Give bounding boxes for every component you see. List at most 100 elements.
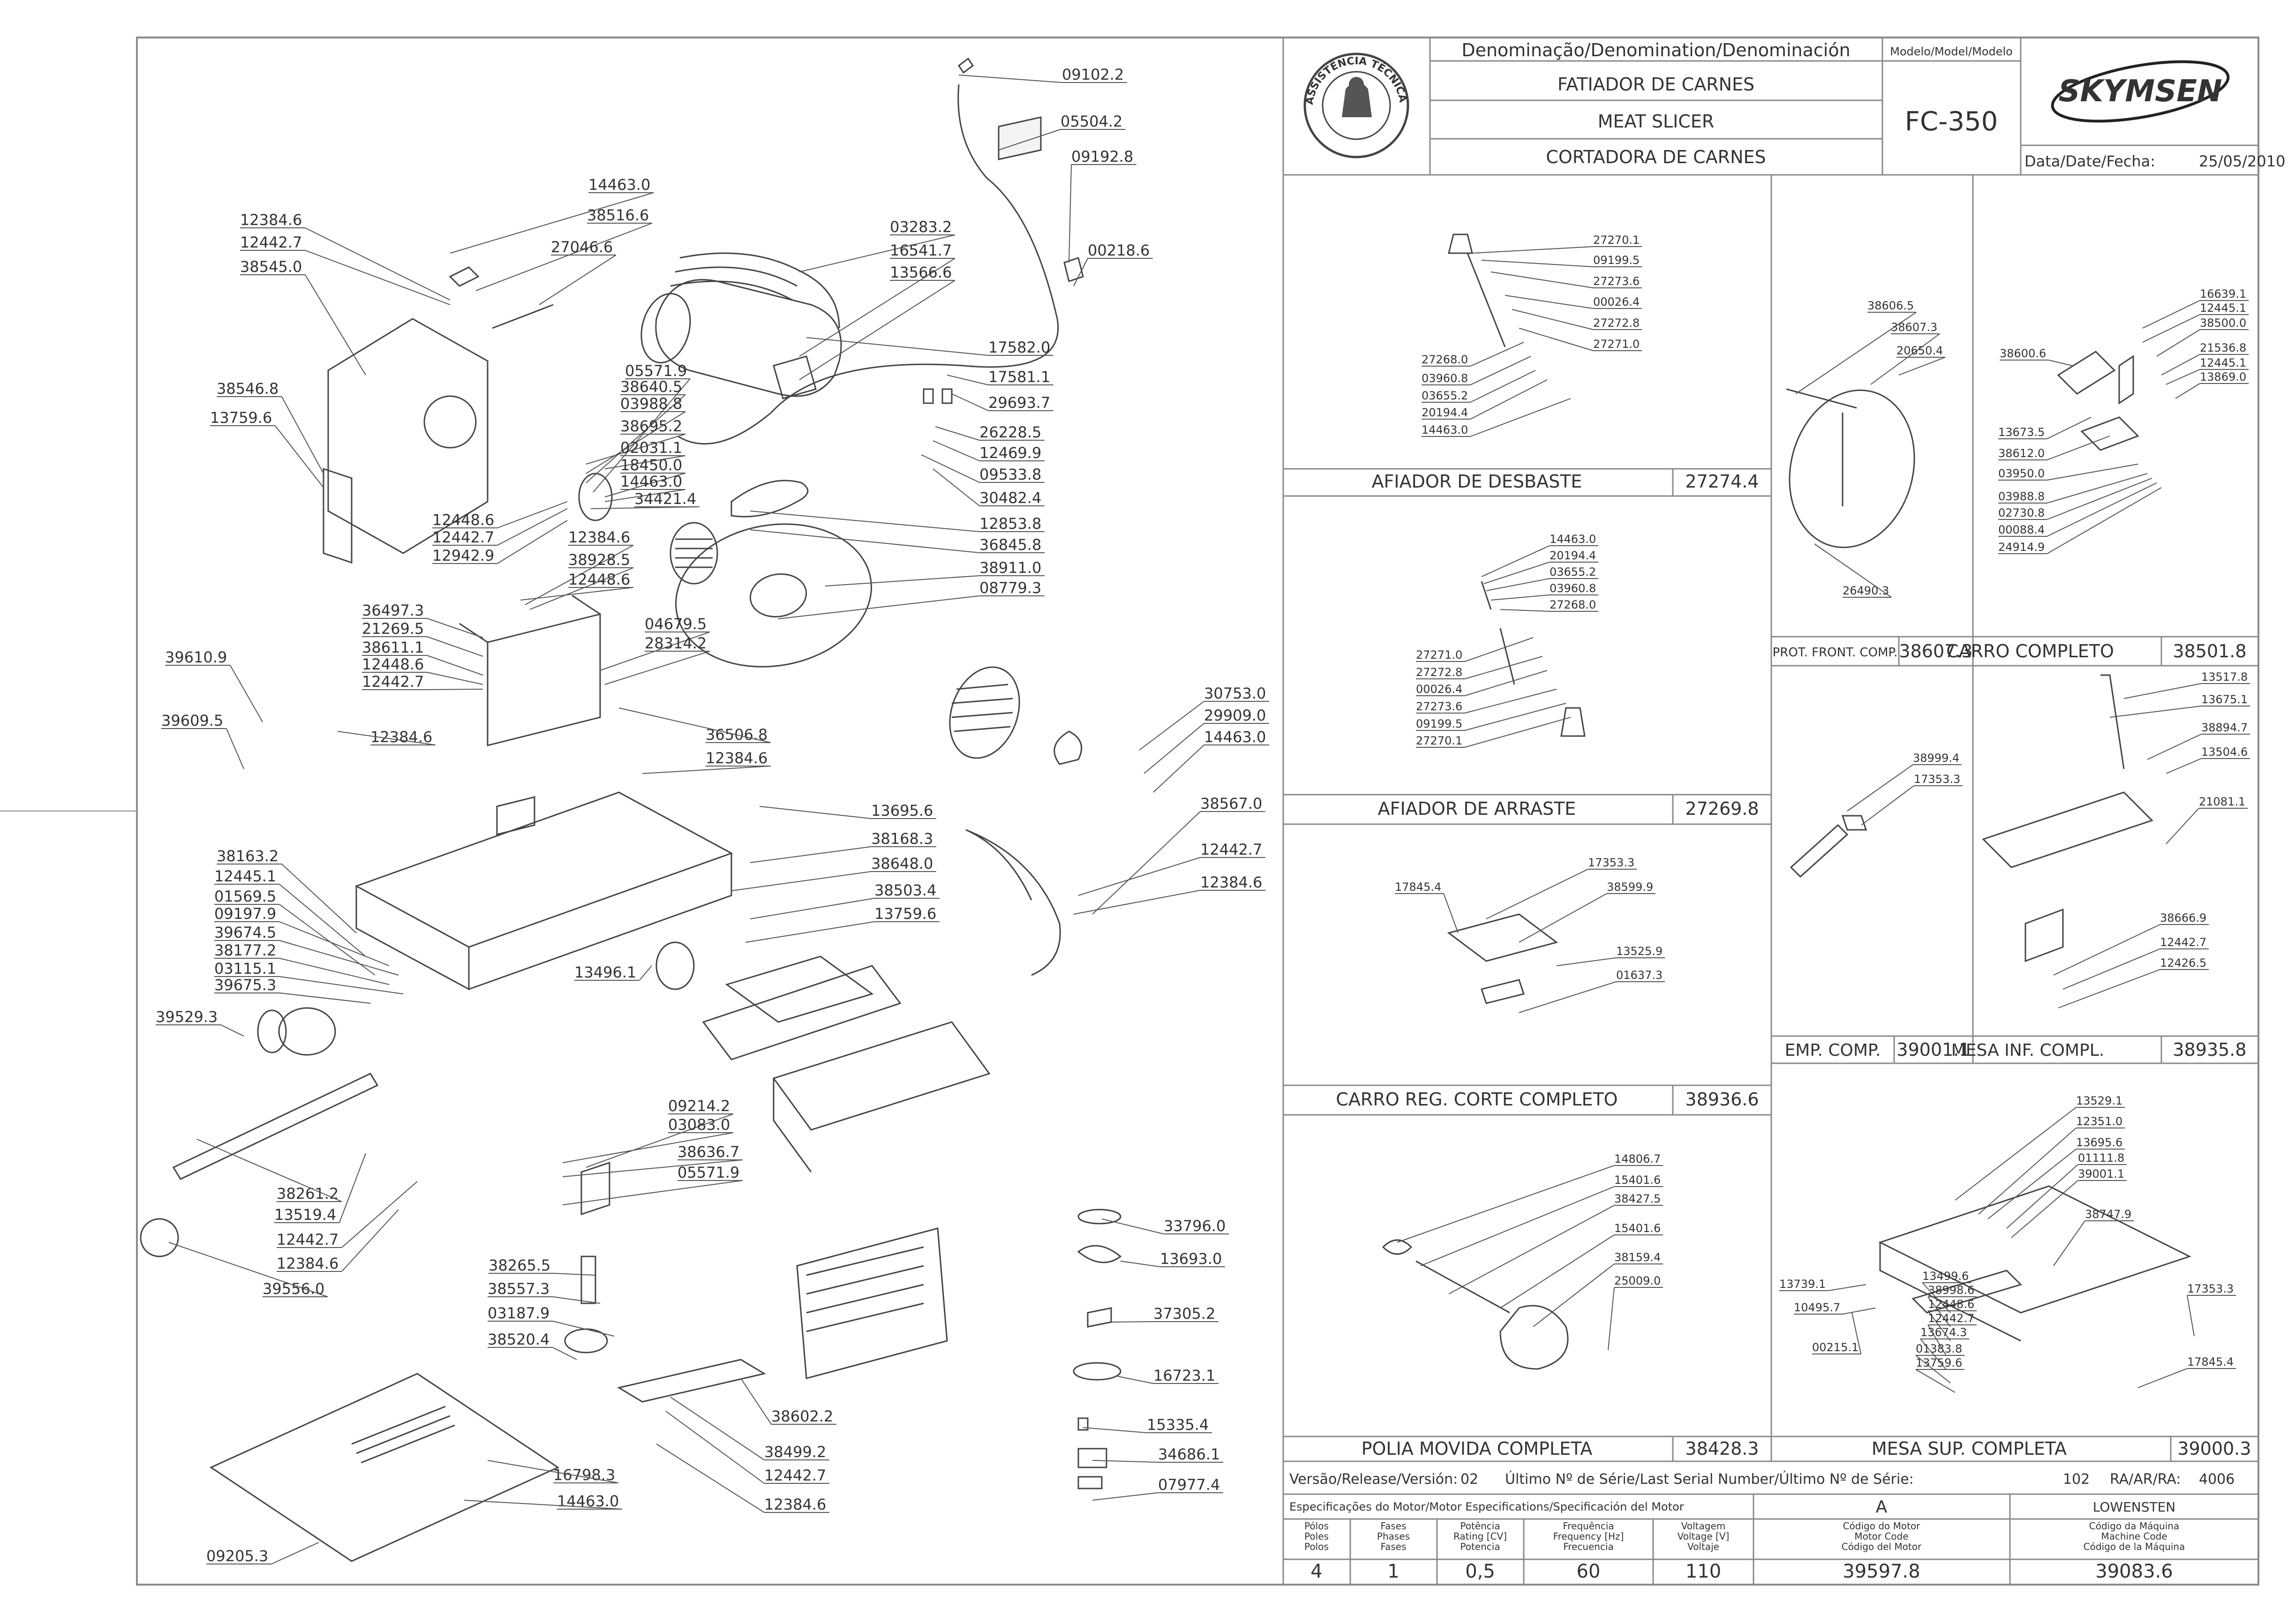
svg-text:16639.1: 16639.1	[2200, 287, 2246, 301]
decal-icon	[1073, 1362, 1121, 1381]
panel-callout-carro_reg: 17353.3	[1486, 856, 1637, 919]
svg-text:02031.1: 02031.1	[620, 439, 682, 457]
svg-text:12351.0: 12351.0	[2076, 1115, 2122, 1128]
lower-table-icon	[1982, 674, 2153, 962]
svg-text:21536.8: 21536.8	[2200, 341, 2246, 354]
svg-text:28314.2: 28314.2	[645, 634, 707, 652]
panel-callout-carro_completo: 12445.1	[2142, 301, 2249, 343]
motor-spec-value: 60	[1577, 1561, 1601, 1582]
small-decal-icon	[1077, 1417, 1089, 1431]
svg-text:09192.8: 09192.8	[1071, 148, 1133, 165]
panel-callout-carro_completo: 21536.8	[2161, 341, 2249, 376]
svg-text:38606.5: 38606.5	[1867, 299, 1914, 312]
part-callout-38640.5: 38640.5	[586, 378, 686, 483]
part-callout-26228.5: 26228.5	[935, 423, 1045, 441]
svg-text:38520.4: 38520.4	[488, 1331, 549, 1348]
panel-code-afiador-arraste: 27269.8	[1685, 798, 1759, 819]
panel-callout-carro_completo: 02730.8	[1998, 478, 2152, 520]
part-callout-12445.1: 12445.1	[214, 867, 366, 957]
svg-text:09102.2: 09102.2	[1062, 66, 1124, 83]
panel-code-polia: 38428.3	[1685, 1438, 1759, 1459]
svg-text:39529.3: 39529.3	[156, 1008, 218, 1026]
svg-text:13759.6: 13759.6	[874, 905, 936, 923]
part-callout-13759.6: 13759.6	[745, 905, 940, 943]
svg-text:03950.0: 03950.0	[1998, 467, 2045, 480]
model-header: Modelo/Model/Modelo	[1890, 45, 2013, 58]
footer-spec-columns: PólosPolesPolos4FasesPhasesFases1Potênci…	[1304, 1520, 2185, 1582]
ra-value: 4006	[2199, 1471, 2235, 1488]
panel-title-carro-completo: CARRO COMPLETO	[1946, 641, 2114, 662]
part-callout-12448.6: 12448.6	[432, 501, 568, 529]
part-callout-14463.0: 14463.0	[604, 473, 686, 502]
housing-base-icon	[354, 791, 733, 991]
motor-spec-header: Polos	[1304, 1541, 1329, 1552]
part-callout-38520.4: 38520.4	[488, 1331, 577, 1360]
svg-text:20194.4: 20194.4	[1550, 549, 1596, 562]
panel-callout-mesa_inf: 12442.7	[2062, 936, 2209, 990]
panel-callout-mesa_sup: 01383.8	[1915, 1342, 1965, 1383]
svg-text:16723.1: 16723.1	[1153, 1367, 1215, 1384]
panel-callout-afiador_arraste: 09199.5	[1416, 703, 1566, 731]
svg-text:38600.6: 38600.6	[2000, 347, 2046, 360]
part-callout-38546.8: 38546.8	[217, 380, 324, 474]
part-callout-39556.0: 39556.0	[168, 1242, 328, 1298]
svg-text:38611.1: 38611.1	[362, 639, 424, 656]
panel-callout-carro_completo: 13673.5	[1998, 417, 2092, 439]
part-callout-17581.1: 17581.1	[947, 368, 1053, 386]
housing-window-icon	[496, 796, 535, 835]
fence-plate-icon	[796, 1227, 948, 1379]
panel-callout-mesa_inf: 21081.1	[2166, 795, 2248, 844]
motor-spec-header: Fases	[1380, 1520, 1406, 1532]
panel-callout-mesa_inf: 38894.7	[2147, 721, 2250, 760]
svg-text:03187.9: 03187.9	[488, 1304, 549, 1322]
part-callout-09197.9: 09197.9	[214, 905, 390, 966]
motor-spec-header: Frequency [Hz]	[1553, 1531, 1624, 1542]
carriage-tray-icon	[772, 1021, 991, 1173]
part-callout-38168.3: 38168.3	[750, 830, 936, 863]
svg-text:38648.0: 38648.0	[871, 855, 933, 872]
part-callout-38516.6: 38516.6	[475, 206, 653, 291]
motor-class: A	[1876, 1497, 1888, 1517]
panel-callout-afiador_desbaste: 27273.6	[1490, 271, 1642, 288]
part-callout-38695.2: 38695.2	[586, 417, 686, 465]
manufacturer: LOWENSTEN	[2093, 1499, 2175, 1515]
part-callout-30753.0: 30753.0	[1139, 684, 1269, 751]
rear-cover-icon	[327, 318, 489, 554]
svg-text:03115.1: 03115.1	[214, 960, 276, 977]
motor-spec-value: 0,5	[1465, 1561, 1495, 1582]
version-label: Versão/Release/Versión:	[1289, 1471, 1458, 1488]
motor-spec-header: Código da Máquina	[2089, 1520, 2179, 1532]
part-callout-12442.7: 12442.7	[362, 673, 483, 691]
part-callout-13496.1: 13496.1	[574, 963, 652, 981]
part-callout-38911.0: 38911.0	[825, 559, 1045, 586]
svg-text:13695.6: 13695.6	[871, 802, 933, 820]
svg-text:05504.2: 05504.2	[1061, 113, 1122, 130]
blade-ring-icon	[965, 829, 1061, 976]
panel-callout-mesa_sup: 38998.6	[1927, 1284, 1977, 1327]
panel-callout-afiador_desbaste: 27268.0	[1422, 342, 1524, 367]
svg-text:38168.3: 38168.3	[871, 830, 933, 848]
panel-callout-afiador_arraste: 20194.4	[1483, 549, 1599, 584]
svg-text:27272.8: 27272.8	[1416, 666, 1462, 679]
panel-callout-mesa_sup: 17353.3	[2187, 1282, 2236, 1337]
part-callout-34421.4: 34421.4	[590, 490, 700, 509]
part-callout-02031.1: 02031.1	[604, 439, 686, 469]
svg-text:38911.0: 38911.0	[979, 559, 1041, 577]
panel-callout-afiador_desbaste: 03655.2	[1422, 370, 1536, 403]
svg-text:12442.7: 12442.7	[1928, 1312, 1974, 1325]
date-label: Data/Date/Fecha:	[2024, 152, 2155, 170]
svg-text:12426.5: 12426.5	[2160, 956, 2206, 970]
svg-text:01111.8: 01111.8	[2078, 1151, 2124, 1165]
svg-text:12442.7: 12442.7	[277, 1231, 339, 1248]
svg-text:25009.0: 25009.0	[1614, 1274, 1661, 1287]
part-callout-29909.0: 29909.0	[1144, 707, 1269, 774]
panel-callout-afiador_arraste: 27270.1	[1416, 717, 1571, 748]
panel-title-emp-comp: EMP. COMP.	[1785, 1041, 1881, 1060]
panel-code-carro-reg: 38936.6	[1685, 1089, 1759, 1110]
svg-text:03960.8: 03960.8	[1422, 372, 1468, 385]
svg-text:38163.2: 38163.2	[217, 847, 278, 865]
svg-text:12442.7: 12442.7	[240, 233, 302, 251]
decal-icon	[1077, 1245, 1122, 1263]
panel-callout-carro_reg: 13525.9	[1556, 945, 1665, 966]
svg-text:38636.7: 38636.7	[677, 1143, 739, 1161]
